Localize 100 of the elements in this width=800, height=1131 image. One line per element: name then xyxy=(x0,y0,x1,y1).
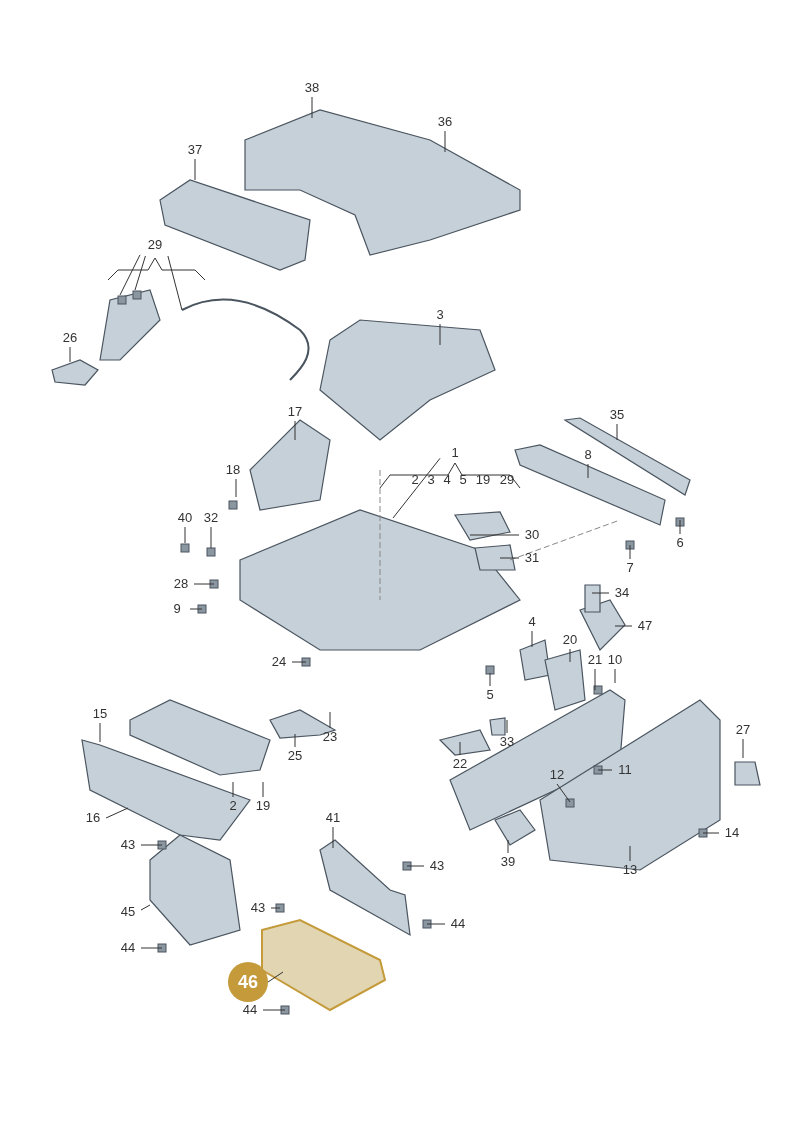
leader-line xyxy=(189,608,203,610)
callout-number: 3 xyxy=(426,471,436,489)
callout-number: 25 xyxy=(282,747,308,765)
leader-line xyxy=(506,719,508,734)
callout-number: 4 xyxy=(442,471,452,489)
leader-line xyxy=(439,323,441,346)
leader-line xyxy=(69,346,71,363)
callout-number: 17 xyxy=(282,403,308,421)
callout-number: 9 xyxy=(164,600,190,618)
leader-line xyxy=(679,519,681,535)
callout-number: 4 xyxy=(519,613,545,631)
leader-line xyxy=(459,741,461,756)
callout-number: 28 xyxy=(168,575,194,593)
leader-line xyxy=(616,423,618,441)
callout-number: 43 xyxy=(115,836,141,854)
callout-number: 18 xyxy=(220,461,246,479)
leader-line xyxy=(270,907,281,909)
leader-line xyxy=(406,865,425,867)
callout-number: 37 xyxy=(182,141,208,159)
leader-line xyxy=(232,781,234,798)
leader-line xyxy=(594,668,596,691)
leader-line xyxy=(105,807,129,819)
leader-line xyxy=(134,255,146,291)
callout-number: 3 xyxy=(427,306,453,324)
leader-line xyxy=(742,738,744,759)
callout-number: 43 xyxy=(245,899,271,917)
callout-number: 22 xyxy=(447,755,473,773)
callout-number: 11 xyxy=(612,761,638,779)
callout-number: 43 xyxy=(424,857,450,875)
callout-number: 5 xyxy=(458,471,468,489)
leader-line xyxy=(235,478,237,498)
leader-line xyxy=(294,733,296,748)
leader-line xyxy=(140,844,163,846)
callout-number: 44 xyxy=(445,915,471,933)
callout-number: 44 xyxy=(115,939,141,957)
callout-number: 34 xyxy=(609,584,635,602)
callout-number: 36 xyxy=(432,113,458,131)
leader-line xyxy=(99,722,101,743)
leader-line xyxy=(311,96,313,119)
callout-number: 30 xyxy=(519,526,545,544)
leader-line xyxy=(194,158,196,181)
leader-line xyxy=(291,661,307,663)
leader-line xyxy=(629,544,631,560)
callout-number: 29 xyxy=(498,471,516,489)
callout-number: 19 xyxy=(250,797,276,815)
callout-number: 45 xyxy=(115,903,141,921)
callout-number: 31 xyxy=(519,549,545,567)
callout-number: 29 xyxy=(142,236,168,254)
leader-line xyxy=(329,711,331,729)
leader-line xyxy=(702,832,720,834)
leader-line xyxy=(614,625,633,627)
leader-line xyxy=(629,845,631,862)
callout-number: 44 xyxy=(237,1001,263,1019)
leader-line xyxy=(184,526,186,544)
callout-number: 33 xyxy=(494,733,520,751)
leader-line xyxy=(119,254,141,296)
leader-line xyxy=(444,130,446,153)
leader-line xyxy=(591,592,610,594)
leader-line xyxy=(469,534,520,536)
leader-line xyxy=(262,1009,286,1011)
callout-number: 1 xyxy=(442,444,468,462)
leader-line xyxy=(392,457,441,519)
callout-number: 41 xyxy=(320,809,346,827)
callout-number: 27 xyxy=(730,721,756,739)
callout-number: 32 xyxy=(198,509,224,527)
callout-number: 15 xyxy=(87,705,113,723)
leader-line xyxy=(262,781,264,798)
callout-number: 2 xyxy=(410,471,420,489)
callout-number: 23 xyxy=(317,728,343,746)
leader-line xyxy=(426,923,446,925)
leader-line xyxy=(294,420,296,441)
callout-number: 7 xyxy=(617,559,643,577)
callout-number: 12 xyxy=(544,766,570,784)
leader-line xyxy=(569,648,571,663)
callout-number: 8 xyxy=(575,446,601,464)
leader-line xyxy=(210,526,212,549)
callout-number: 40 xyxy=(172,509,198,527)
callout-number: 47 xyxy=(632,617,658,635)
leader-line xyxy=(489,672,491,687)
callout-badge: 46 xyxy=(228,962,268,1002)
leader-line xyxy=(507,839,509,854)
callout-number: 35 xyxy=(604,406,630,424)
callout-number: 19 xyxy=(474,471,492,489)
callout-number: 38 xyxy=(299,79,325,97)
callout-number: 14 xyxy=(719,824,745,842)
leader-line xyxy=(614,668,616,684)
leader-line xyxy=(140,904,151,911)
leader-line xyxy=(140,947,163,949)
callout-number: 2 xyxy=(220,797,246,815)
callout-number: 6 xyxy=(667,534,693,552)
callout-number: 5 xyxy=(477,686,503,704)
callout-number: 16 xyxy=(80,809,106,827)
leader-line xyxy=(556,783,571,803)
leader-line xyxy=(587,463,589,479)
leader-line xyxy=(267,971,284,983)
callout-number: 24 xyxy=(266,653,292,671)
callout-number: 26 xyxy=(57,329,83,347)
leader-line xyxy=(193,583,215,585)
leader-line xyxy=(531,630,533,648)
leader-line xyxy=(167,255,183,311)
